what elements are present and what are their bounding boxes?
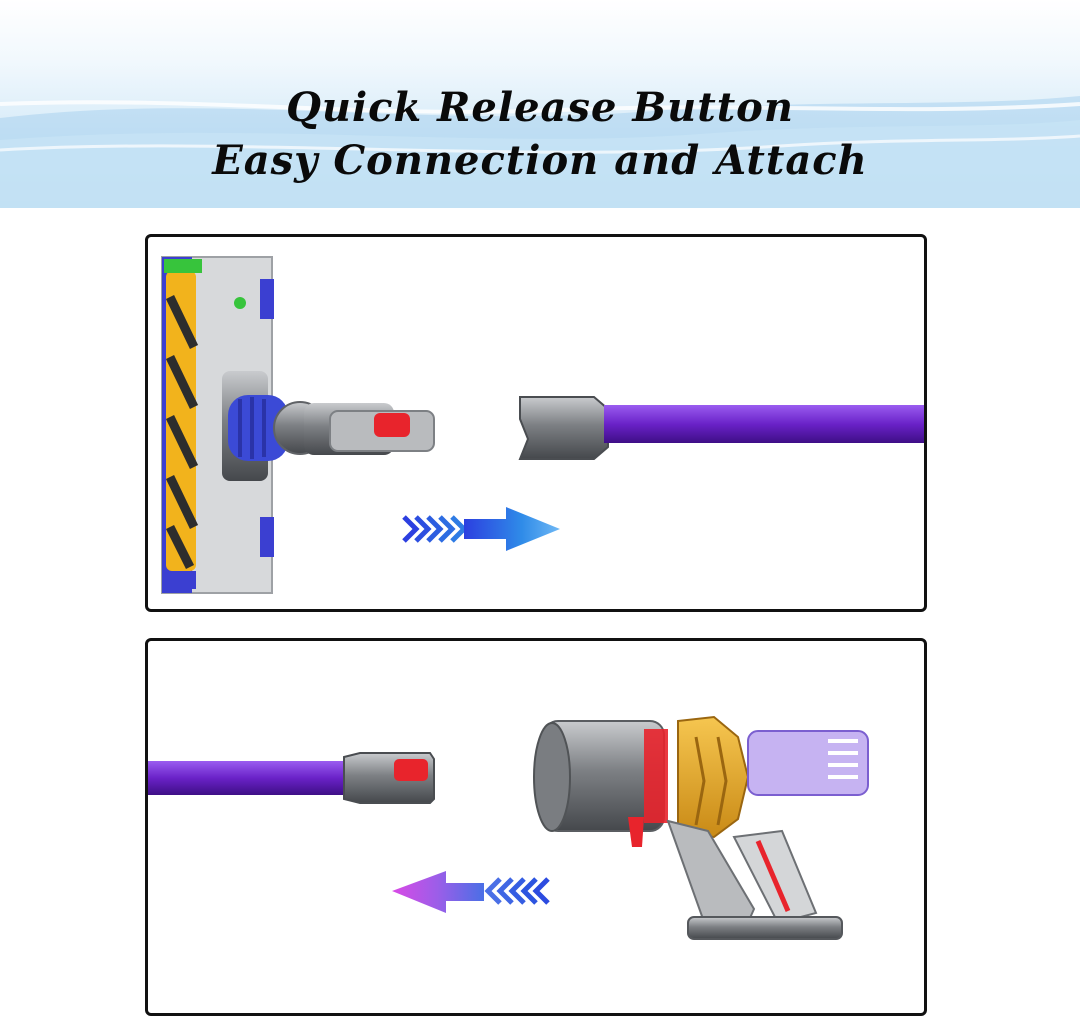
handheld-vacuum-illustration (148, 715, 869, 940)
green-end-cap (164, 259, 202, 273)
wand-release-button (394, 759, 428, 781)
wand-coupling (518, 396, 609, 460)
panel-handheld-connection (145, 638, 927, 1016)
brush-roll (166, 271, 196, 571)
headline-line-2: Easy Connection and Attach (212, 137, 868, 184)
panel-cleaner-head-connection (145, 234, 927, 612)
header-banner: Quick Release Button Easy Connection and… (0, 0, 1080, 208)
arrow-left-icon (392, 871, 550, 913)
headline-line-1: Quick Release Button (286, 84, 794, 131)
cyclone-assembly (677, 715, 750, 839)
wand-tube (148, 761, 344, 795)
battery-base (687, 916, 843, 940)
wand-tube (604, 405, 924, 443)
swivel-joint (228, 395, 288, 461)
cleaner-head-illustration (161, 256, 924, 594)
release-button (374, 413, 410, 437)
arrow-right-icon (402, 507, 560, 551)
trigger (628, 817, 644, 847)
wave-decoration (0, 96, 1080, 208)
